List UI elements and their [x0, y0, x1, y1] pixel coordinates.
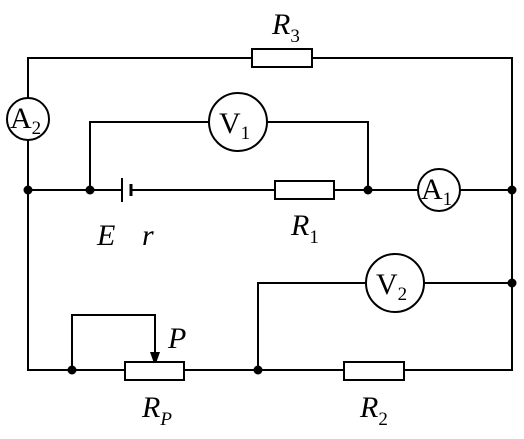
wire-top-right [311, 57, 513, 191]
junction-node [363, 185, 373, 195]
wires [27, 57, 513, 371]
wire-slider [71, 314, 156, 371]
label-internal-resistance: r [142, 219, 154, 252]
label-v2: V2 [376, 268, 407, 305]
junction-nodes [23, 185, 517, 375]
label-rp: RP [141, 391, 172, 430]
junction-node [507, 278, 517, 288]
meter-a1 [417, 168, 461, 212]
meter-a2 [6, 97, 50, 141]
meter-v2 [365, 253, 425, 313]
junction-node [507, 185, 517, 195]
label-v1: V1 [219, 107, 250, 144]
label-a1: A1 [421, 173, 452, 210]
junction-node [85, 185, 95, 195]
battery [121, 178, 133, 202]
wire-top-left [27, 57, 253, 99]
label-a2: A2 [10, 102, 41, 139]
resistor-r3 [251, 48, 313, 68]
meter-v1 [208, 92, 268, 152]
junction-node [23, 185, 33, 195]
resistor-r1 [274, 180, 335, 200]
wire-right-lower [403, 189, 513, 371]
wire-left-mid [27, 139, 126, 371]
junction-node [67, 365, 77, 375]
junction-node [253, 365, 263, 375]
wire-v1-right [266, 121, 369, 191]
slider-arrow-icon [150, 352, 160, 366]
label-r2: R2 [359, 391, 388, 430]
label-slider-p: P [167, 322, 186, 355]
resistor-r2 [343, 361, 405, 381]
label-emf: E [96, 219, 115, 252]
resistor-rp [124, 361, 185, 381]
label-r3: R3 [271, 8, 300, 47]
wire-v1-left [89, 121, 210, 191]
wire-v2-left [257, 282, 367, 371]
label-r1: R1 [290, 209, 319, 248]
